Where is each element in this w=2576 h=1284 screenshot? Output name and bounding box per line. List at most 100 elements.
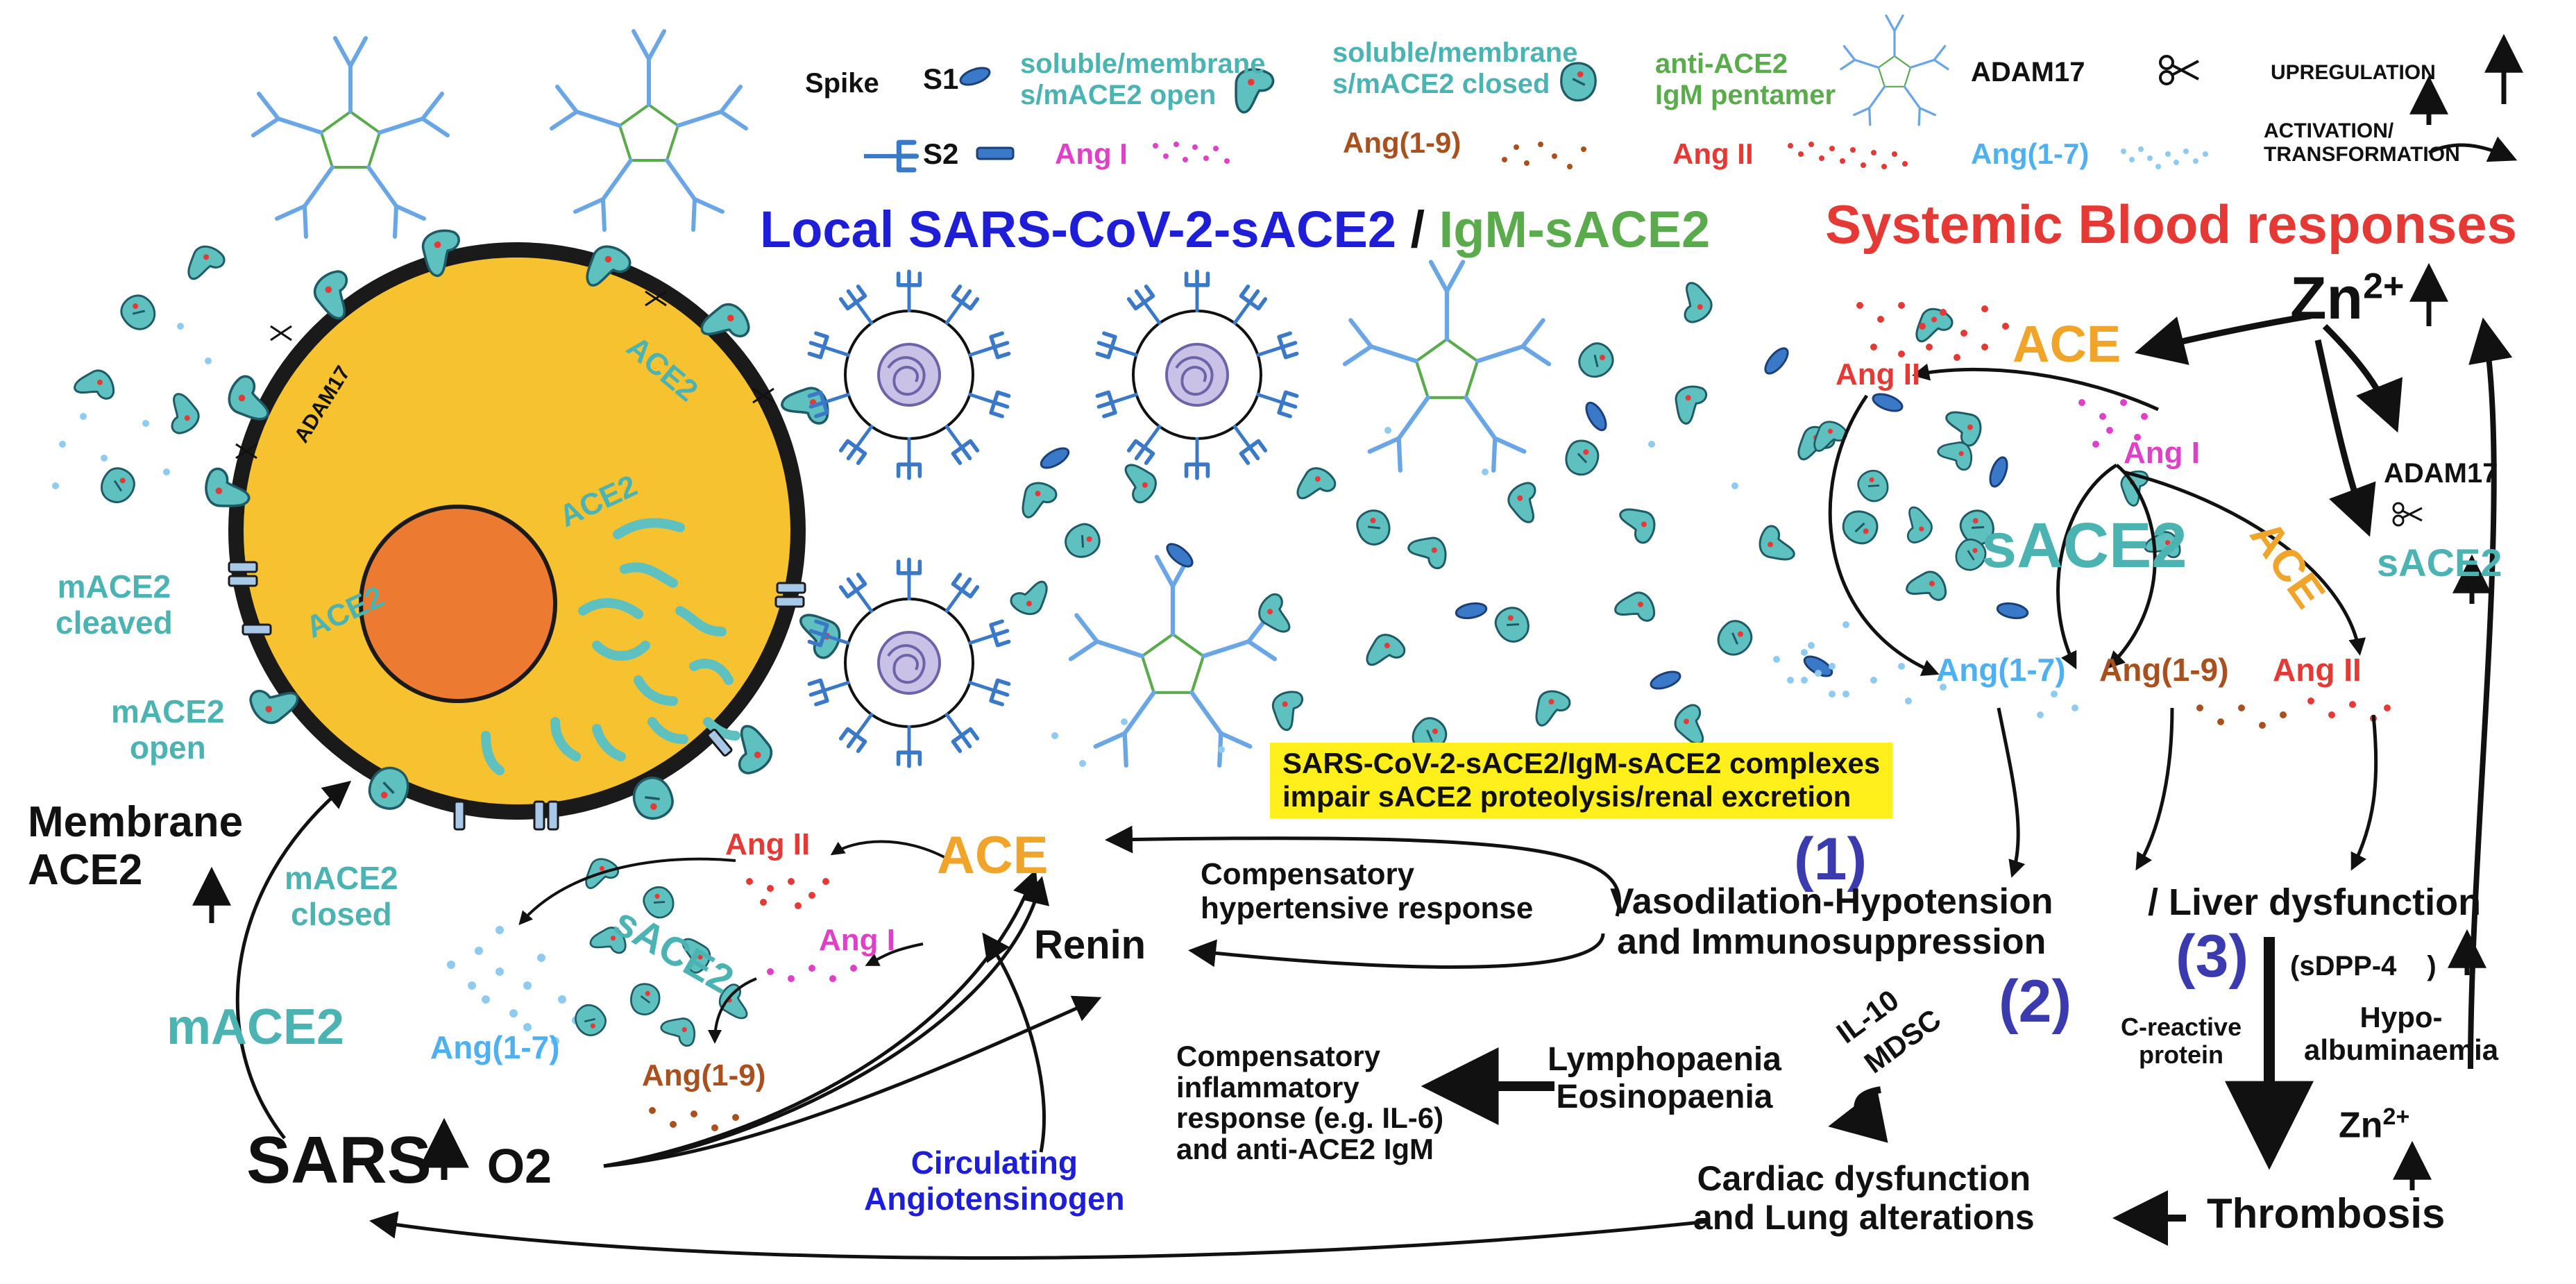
- local-ace-label: ACE: [937, 826, 1049, 885]
- ang19-dots-legend-icon: [1502, 142, 1586, 169]
- sars-text: SARS: [246, 1123, 432, 1197]
- systemic-ang1-dots: [2078, 399, 2148, 448]
- local-title-part2: IgM-sACE2: [1439, 201, 1711, 258]
- lymphopaenia-label: Lymphopaenia Eosinopaenia: [1548, 1041, 1781, 1115]
- legend-s1-label: S1: [923, 62, 959, 95]
- igm-pentamer-mid: [1345, 262, 1549, 471]
- legend-upregulation-label: UPREGULATION: [2271, 61, 2436, 84]
- ang1-dots-legend-icon: [1153, 142, 1230, 164]
- local-ang2-label: Ang II: [725, 827, 811, 861]
- systemic-ang2-dots: [1856, 302, 2009, 361]
- legend-ang17-label: Ang(1-7): [1971, 137, 2090, 170]
- outcome-number-3: (3): [2176, 923, 2249, 990]
- compensatory-inflammatory-label: Compensatory inflammatory response (e.g.…: [1176, 1040, 1444, 1165]
- local-ang1-dots: [767, 965, 857, 982]
- local-raas-arrows: [518, 825, 1621, 1044]
- circulating-angiotensinogen-label: Circulating Angiotensinogen: [864, 1144, 1125, 1217]
- systemic-sace2-big-label: sACE2: [1981, 510, 2187, 581]
- local-ang19-label: Ang(1-9): [642, 1058, 766, 1092]
- systemic-ang19-dots: [2196, 704, 2287, 729]
- mace2-closed-label: mACE2 closed: [285, 860, 398, 932]
- systemic-ang2-top-label: Ang II: [1836, 357, 1921, 391]
- virion-1: [808, 271, 1011, 478]
- legend-ace2-closed-label: soluble/membrane s/mACE2 closed: [1332, 37, 1578, 99]
- sdpp4-label: (sDPP-4): [2290, 951, 2437, 982]
- scissors-legend-icon: [2159, 55, 2199, 85]
- systemic-ang17-label: Ang(1-7): [1936, 652, 2066, 688]
- legend-spike-label: Spike: [805, 68, 879, 99]
- local-ang17-label: Ang(1-7): [430, 1029, 560, 1065]
- ang17-dots-legend-icon: [2121, 146, 2208, 169]
- ang2-dots-legend-icon: [1788, 142, 1908, 169]
- mace2-cleaved-label: mACE2 cleaved: [56, 568, 173, 641]
- systemic-ang17-dots: [1801, 642, 2078, 718]
- outcome-arrows: [369, 937, 2314, 1260]
- complex-note: SARS-CoV-2-sACE2/IgM-sACE2 complexes imp…: [1270, 743, 1893, 818]
- local-title-separator: /: [1396, 201, 1439, 258]
- hypoalbuminaemia-label: Hypo- albuminaemia: [2304, 1001, 2499, 1067]
- systemic-ang1-label: Ang I: [2124, 436, 2200, 470]
- local-title-part1: Local SARS-CoV-2-sACE2: [760, 201, 1396, 258]
- legend-activation-label: ACTIVATION/ TRANSFORMATION: [2264, 119, 2460, 166]
- local-sace2-label: sACE2: [607, 899, 741, 1003]
- renin-label: Renin: [1034, 922, 1146, 968]
- vasodilation-label: Vasodilation-Hypotension and Immunosuppr…: [1610, 881, 2053, 963]
- sars-arrows: [235, 780, 1102, 1168]
- legend-ace2-open-label: soluble/membrane s/mACE2 open: [1020, 49, 1266, 110]
- systemic-ang2-bottom-dots: [2307, 698, 2391, 722]
- legend-ang19-label: Ang(1-9): [1343, 126, 1461, 159]
- virion-2: [1096, 271, 1299, 478]
- systemic-ang19-label: Ang(1-9): [2099, 652, 2229, 688]
- systemic-title: Systemic Blood responses: [1825, 194, 2518, 255]
- local-ang1-label: Ang I: [819, 923, 895, 957]
- scattered-ang17-dots: [52, 323, 1905, 767]
- local-ang19-dots: [649, 1107, 739, 1131]
- legend-anti-ace2-label: anti-ACE2 IgM pentamer: [1655, 49, 1836, 110]
- zn-outcome-superscript: 2+: [2382, 1104, 2410, 1130]
- sars-label: SARS O2: [246, 1123, 552, 1198]
- membrane-ace2-label: Membrane ACE2: [28, 798, 244, 895]
- igm-pentamer-top-left: [253, 38, 448, 237]
- activation-arrow-icon: [2427, 136, 2518, 162]
- sdpp4-text: (sDPP-4: [2290, 951, 2397, 981]
- systemic-sace2-small-label: sACE2: [2377, 541, 2502, 584]
- liver-dysfunction-label: / Liver dysfunction: [2148, 881, 2482, 923]
- compensatory-hypertensive-label: Compensatory hypertensive response: [1201, 857, 1534, 926]
- o2-text: O2: [486, 1139, 552, 1193]
- zn-outcome-label: Zn2+: [2339, 1104, 2409, 1146]
- cardiac-lung-label: Cardiac dysfunction and Lung alterations: [1693, 1159, 2035, 1237]
- zn-outcome-text: Zn: [2339, 1105, 2383, 1146]
- legend-ang1-label: Ang I: [1055, 137, 1128, 170]
- systemic-adam17-label: ADAM17: [2384, 458, 2498, 489]
- systemic-ace-label: ACE: [2012, 315, 2121, 373]
- igm-pentamer-legend-icon: [1840, 14, 1949, 126]
- legend-s2-label: S2: [923, 137, 959, 170]
- infected-cell: [205, 225, 846, 831]
- sdpp4-close: ): [2427, 951, 2437, 981]
- legend-icons: [864, 14, 2523, 170]
- legend-adam17-label: ADAM17: [1971, 57, 2085, 87]
- thrombosis-label: Thrombosis: [2207, 1190, 2446, 1237]
- nucleus: [359, 505, 557, 703]
- virion-3: [808, 559, 1011, 766]
- local-ang2-dots: [746, 878, 829, 909]
- spike-legend-icon: [864, 142, 917, 170]
- s2-legend-icon: [976, 146, 1015, 160]
- outcome-number-1: (1): [1794, 826, 1867, 893]
- zn-superscript: 2+: [2363, 266, 2405, 307]
- outcome-number-2: (2): [1999, 968, 2072, 1035]
- igm-pentamer-top-mid: [552, 31, 746, 230]
- up-arrow-icons: [192, 75, 2491, 1190]
- mace2-big-label: mACE2: [167, 999, 345, 1055]
- zn-text: Zn: [2290, 265, 2364, 332]
- legend-ang2-label: Ang II: [1672, 137, 1754, 170]
- s1-legend-icon: [957, 63, 993, 90]
- systemic-scissors-icon: [2392, 502, 2423, 527]
- local-title: Local SARS-CoV-2-sACE2 / IgM-sACE2: [760, 201, 1710, 259]
- crp-label: C-reactive protein: [2121, 1013, 2242, 1070]
- zn-label: Zn2+: [2290, 265, 2404, 332]
- il10-mdsc-labels: IL-10 MDSC: [1831, 983, 1947, 1080]
- mace2-open-label: mACE2 open: [111, 693, 225, 766]
- systemic-arrows: [1828, 312, 2513, 1070]
